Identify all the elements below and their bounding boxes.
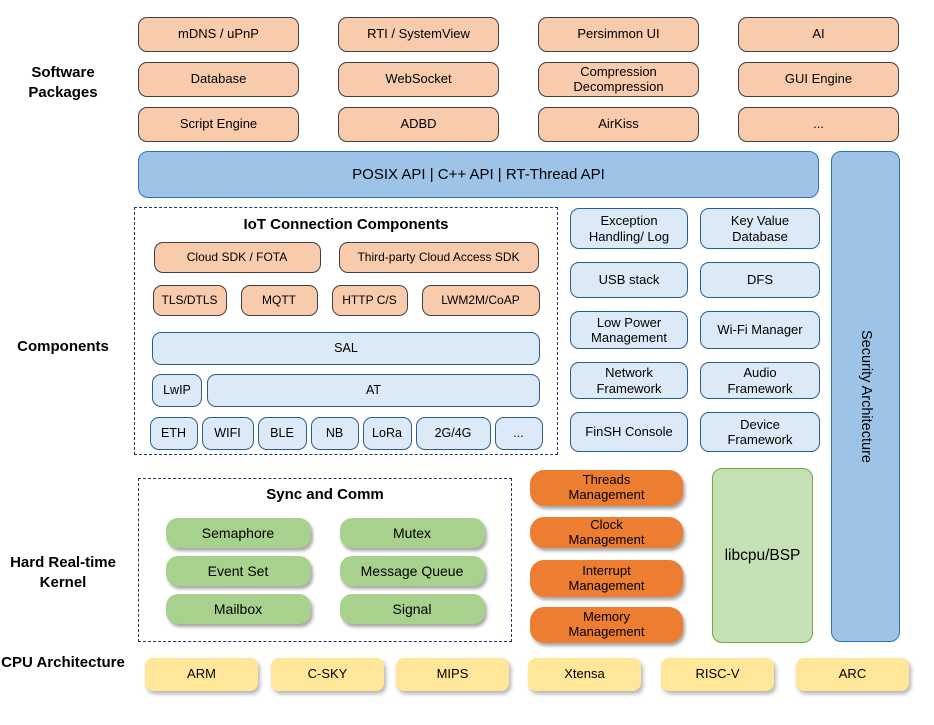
sync-semaphore: Semaphore xyxy=(165,518,311,548)
kernel-clock-management: Clock Management xyxy=(530,517,683,548)
comp-exception-handling: Exception Handling/ Log xyxy=(570,208,688,249)
sync-event-set: Event Set xyxy=(165,556,311,586)
iot-at-row: LwIP AT xyxy=(135,374,557,407)
comp-device-framework: Device Framework xyxy=(700,412,820,452)
pkg-database: Database xyxy=(138,62,299,97)
iot-lwm2m-coap: LWM2M/CoAP xyxy=(421,285,540,316)
iot-lora: LoRa xyxy=(362,417,412,450)
iot-2g4g: 2G/4G xyxy=(415,417,491,450)
iot-protocol-row: TLS/DTLS MQTT HTTP C/S LWM2M/CoAP xyxy=(135,285,557,316)
iot-link-row: ETH WIFI BLE NB LoRa 2G/4G ... xyxy=(135,417,557,450)
iot-title: IoT Connection Components xyxy=(243,216,449,233)
iot-tls-dtls: TLS/DTLS xyxy=(152,285,227,316)
components-grid: Exception Handling/ Log Key Value Databa… xyxy=(570,208,820,452)
comp-network-framework: Network Framework xyxy=(570,362,688,399)
libcpu-bsp-box: libcpu/BSP xyxy=(712,468,813,643)
comp-usb-stack: USB stack xyxy=(570,262,688,298)
section-label-components: Components xyxy=(17,338,109,355)
comp-key-value-database: Key Value Database xyxy=(700,208,820,249)
pkg-persimmon-ui: Persimmon UI xyxy=(538,17,699,52)
software-packages-grid: mDNS / uPnP RTI / SystemView Persimmon U… xyxy=(138,17,899,142)
kernel-memory-management: Memory Management xyxy=(530,607,683,643)
comp-wifi-manager: Wi-Fi Manager xyxy=(700,311,820,349)
section-label-kernel: Hard Real-time Kernel xyxy=(10,554,116,591)
iot-eth: ETH xyxy=(149,417,198,450)
cpu-arc: ARC xyxy=(796,658,909,691)
iot-sal: SAL xyxy=(152,332,540,365)
iot-more: ... xyxy=(494,417,543,450)
iot-sal-row: SAL xyxy=(135,332,557,365)
pkg-ai: AI xyxy=(738,17,899,52)
section-label-cpu-architecture: CPU Architecture xyxy=(1,654,125,671)
sync-mailbox: Mailbox xyxy=(165,594,311,624)
comp-audio-framework: Audio Framework xyxy=(700,362,820,399)
pkg-mdns-upnp: mDNS / uPnP xyxy=(138,17,299,52)
cpu-risc-v: RISC-V xyxy=(661,658,774,691)
iot-thirdparty-sdk: Third-party Cloud Access SDK xyxy=(338,242,539,273)
pkg-compression: Compression Decompression xyxy=(538,62,699,97)
comp-dfs: DFS xyxy=(700,262,820,298)
cpu-c-sky: C-SKY xyxy=(271,658,384,691)
pkg-script-engine: Script Engine xyxy=(138,107,299,142)
sync-message-queue: Message Queue xyxy=(339,556,485,586)
pkg-adbd: ADBD xyxy=(338,107,499,142)
iot-cloud-row: Cloud SDK / FOTA Third-party Cloud Acces… xyxy=(135,242,557,273)
comp-low-power: Low Power Management xyxy=(570,311,688,349)
comp-finsh-console: FinSH Console xyxy=(570,412,688,452)
iot-connection-components-box: IoT Connection Components Cloud SDK / FO… xyxy=(134,207,558,455)
sync-signal: Signal xyxy=(339,594,485,624)
iot-cloud-sdk-fota: Cloud SDK / FOTA xyxy=(153,242,321,273)
section-label-software-packages: Software Packages xyxy=(28,64,98,101)
cpu-arm: ARM xyxy=(145,658,258,691)
iot-mqtt: MQTT xyxy=(240,285,318,316)
sync-mutex: Mutex xyxy=(339,518,485,548)
cpu-xtensa: Xtensa xyxy=(528,658,641,691)
pkg-websocket: WebSocket xyxy=(338,62,499,97)
sync-grid: Semaphore Mutex Event Set Message Queue … xyxy=(139,518,511,624)
pkg-airkiss: AirKiss xyxy=(538,107,699,142)
kernel-threads-management: Threads Management xyxy=(530,470,683,506)
iot-lwip: LwIP xyxy=(152,374,202,407)
pkg-rti-systemview: RTI / SystemView xyxy=(338,17,499,52)
cpu-mips: MIPS xyxy=(396,658,509,691)
iot-wifi: WIFI xyxy=(201,417,254,450)
security-architecture-bar: Security Architecture xyxy=(831,151,900,642)
sync-title: Sync and Comm xyxy=(266,486,384,503)
iot-nb: NB xyxy=(310,417,359,450)
sync-and-comm-box: Sync and Comm Semaphore Mutex Event Set … xyxy=(138,478,512,642)
kernel-interrupt-management: Interrupt Management xyxy=(530,560,683,597)
iot-at: AT xyxy=(207,374,540,407)
iot-http-cs: HTTP C/S xyxy=(331,285,408,316)
pkg-more: ... xyxy=(738,107,899,142)
pkg-gui-engine: GUI Engine xyxy=(738,62,899,97)
iot-ble: BLE xyxy=(257,417,307,450)
posix-api-bar: POSIX API | C++ API | RT-Thread API xyxy=(138,151,819,198)
